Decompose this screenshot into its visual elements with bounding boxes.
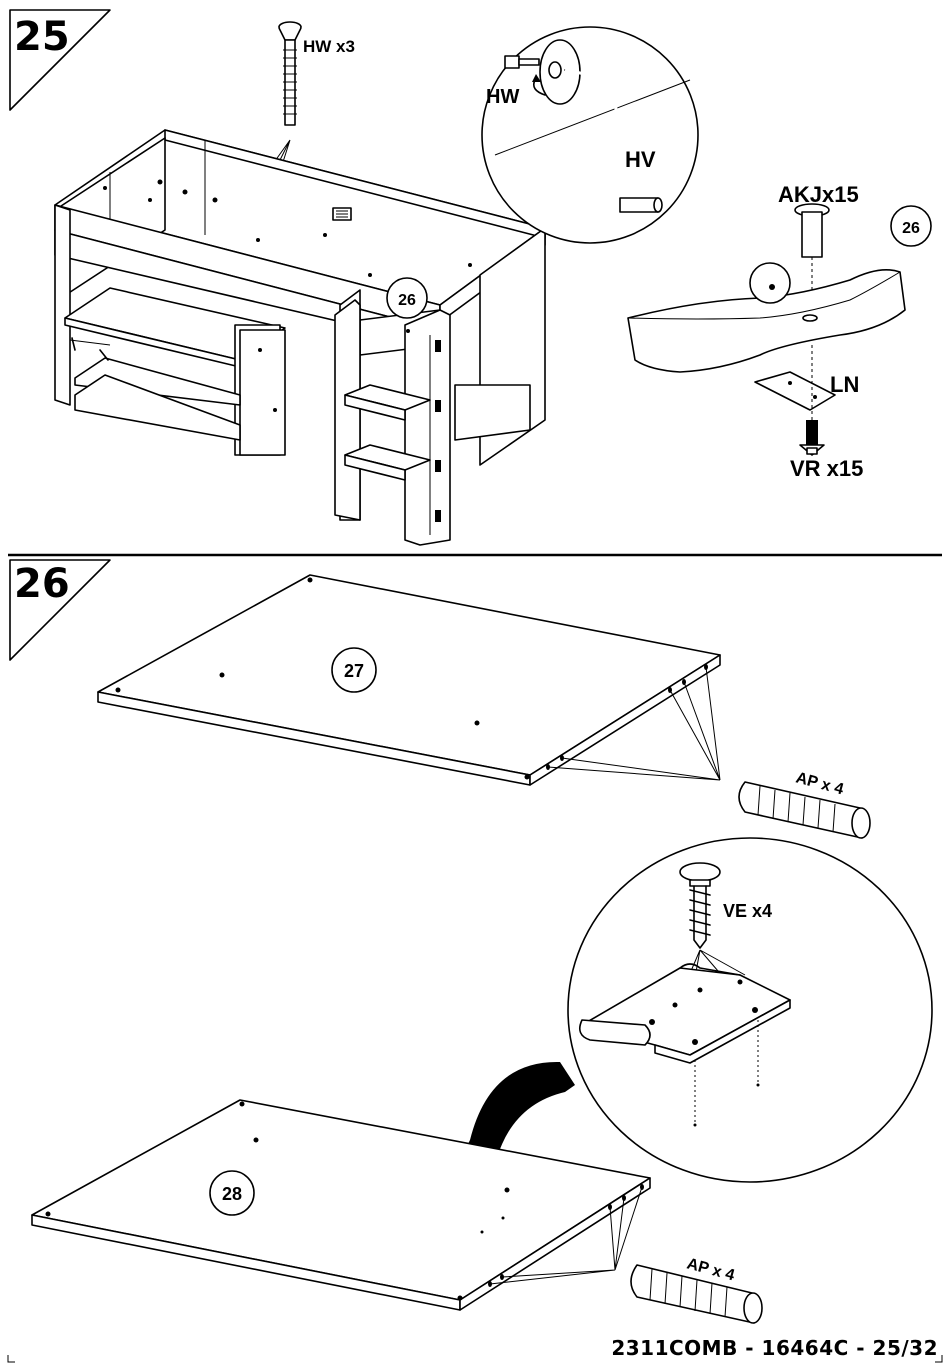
hw-screw-icon: [279, 22, 301, 125]
panel-27-illustration: [98, 575, 720, 785]
step-26-badge: 26: [10, 560, 110, 660]
akj-quantity-label: AKJx15: [778, 182, 859, 207]
part-number-26-rail: 26: [902, 220, 920, 237]
ap-dowel-icon-top: [739, 782, 870, 838]
part-number-28: 28: [222, 1184, 242, 1204]
footer-document-reference: 2311COMB - 16464C - 25/32: [611, 1336, 938, 1360]
part-number-26: 26: [398, 292, 416, 309]
step-26-number: 26: [14, 561, 70, 607]
part-number-27: 27: [344, 661, 364, 681]
hw-quantity-label: HW x3: [303, 37, 355, 56]
ve-bracket-detail-circle: [568, 838, 932, 1182]
ve-quantity-label: VE x4: [723, 901, 772, 921]
akj-connector-detail: [628, 204, 905, 455]
panel-28-illustration: [32, 1100, 650, 1310]
step-25-number: 25: [14, 14, 70, 60]
hv-detail-label: HV: [625, 147, 656, 172]
bed-frame-illustration: [55, 130, 545, 545]
hw-detail-label: HW: [486, 86, 519, 108]
vr-quantity-label: VR x15: [790, 456, 863, 481]
hw-hv-detail-circle: [482, 27, 698, 243]
ln-label: LN: [830, 372, 859, 397]
corner-mark-left: [8, 1355, 15, 1362]
part-callout-26-rail: 26: [891, 206, 931, 246]
step-25-badge: 25: [10, 10, 110, 110]
part-callout-26-frame: 26: [387, 278, 427, 318]
part-callout-27: 27: [332, 648, 376, 692]
part-callout-28: 28: [210, 1171, 254, 1215]
